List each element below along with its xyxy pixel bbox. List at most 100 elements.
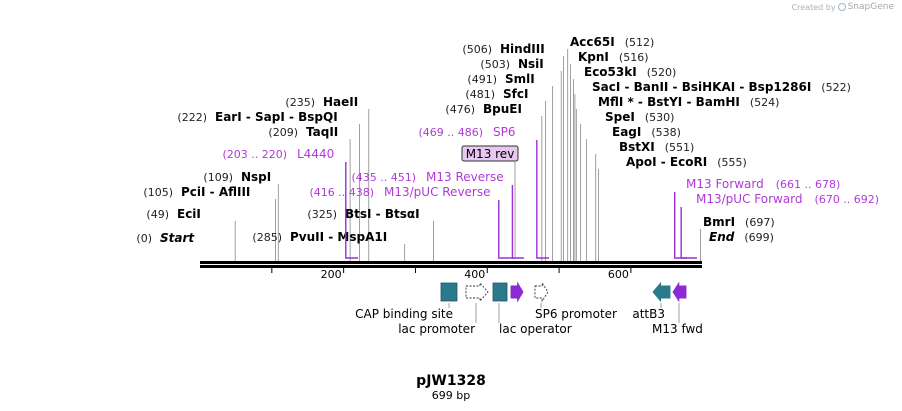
primer-m13-reverse: M13 Reverse(435 .. 451)	[351, 170, 524, 259]
site-eari: EarI - SapI - BspQI(222)	[177, 110, 360, 261]
site-hindiii: HindIII (506)	[462, 42, 564, 261]
site-position: (506)	[462, 43, 492, 56]
site-label: SmlI	[505, 72, 535, 86]
feature-cap-binding-site	[440, 282, 458, 302]
site-pcii: PciI - AflIII (105)	[143, 185, 276, 261]
site-position: (109)	[203, 171, 233, 184]
site-ecii: EciI(49)	[146, 207, 236, 261]
feature-unnamed	[510, 281, 524, 303]
site-label: BmrI	[703, 215, 735, 229]
site-position: (209)	[268, 126, 298, 139]
primer-range: (435 .. 451)	[351, 171, 416, 184]
feature-label: M13 fwd	[652, 322, 703, 336]
primer-sp6: SP6(469 .. 486)	[418, 125, 550, 259]
feature-attb3	[652, 281, 671, 303]
site-label: EarI - SapI - BspQI	[215, 110, 338, 124]
primer-name: M13 Forward	[686, 177, 764, 191]
site-pvuii: PvuII - MspA1I (285)	[252, 230, 406, 261]
site-position: (551)	[665, 141, 695, 154]
feature-lac-promoter	[465, 281, 489, 303]
feature-label: lac promoter	[398, 322, 475, 336]
feature-arrow-right	[510, 281, 524, 303]
primer-range: (203 .. 220)	[222, 148, 287, 161]
site-label: PvuII - MspA1I	[290, 230, 387, 244]
primer-bracket	[680, 207, 697, 259]
site-mfli-: MflI * - BstYI - BamHI (524)	[575, 95, 780, 261]
feature-arrow-left	[672, 281, 687, 303]
primer-name: L4440	[297, 147, 334, 161]
primer-name: M13/pUC Forward	[696, 192, 803, 206]
site-label: EagI	[612, 125, 641, 139]
site-position: (697)	[745, 216, 775, 229]
snapgene-credit: Created by SnapGene	[792, 2, 894, 12]
feature-box	[492, 282, 508, 302]
site-position: (538)	[651, 126, 681, 139]
site-nspi: NspI(109)	[203, 170, 279, 261]
site-position: (325)	[307, 208, 337, 221]
site-label: PciI - AflIII	[181, 185, 250, 199]
site-label: End	[709, 230, 735, 244]
site-bstxi: BstXI(551)	[595, 140, 695, 261]
feature-sp6-promoter	[534, 281, 549, 303]
site-position: (530)	[645, 111, 675, 124]
site-position: (481)	[465, 88, 495, 101]
site-position: (520)	[647, 66, 677, 79]
primer-range: (661 .. 678)	[776, 178, 841, 191]
site-position: (105)	[143, 186, 173, 199]
site-position: (512)	[625, 36, 655, 49]
site-position: (235)	[285, 96, 315, 109]
site-saci: SacI - BanII - BsiHKAI - Bsp1286I(522)	[574, 80, 851, 261]
site-label: Eco53kI	[584, 65, 637, 79]
site-label: NsiI	[518, 57, 544, 71]
feature-lac-operator	[492, 282, 508, 302]
primer-name: M13/pUC Reverse	[384, 185, 491, 199]
feature-label: SP6 promoter	[535, 307, 617, 321]
site-label: HindIII	[500, 42, 545, 56]
feature-arrow-right	[465, 281, 489, 303]
site-acc65i: Acc65I(512)	[567, 35, 655, 261]
site-position: (699)	[744, 231, 774, 244]
site-position: (516)	[619, 51, 649, 64]
site-label: Start	[160, 231, 195, 245]
feature-m13-fwd	[672, 281, 687, 303]
site-label: TaqII	[306, 125, 338, 139]
feature-box	[440, 282, 458, 302]
site-end: End (699)	[709, 230, 774, 244]
ruler-label: 400	[464, 268, 485, 281]
site-position: (524)	[750, 96, 780, 109]
site-bpuei: BpuEI(476)	[445, 102, 543, 261]
feature-label: lac operator	[499, 322, 572, 336]
site-label: KpnI	[578, 50, 609, 64]
ruler-label: 200	[321, 268, 342, 281]
site-label: SfcI	[503, 87, 528, 101]
restriction-sites: Start(0)EciI(49) PciI - AflIII (105) NspI(1…	[136, 35, 851, 261]
site-start: Start(0)	[136, 231, 195, 245]
primer-range: (416 .. 438)	[309, 186, 374, 199]
site-position: (522)	[821, 81, 851, 94]
site-sfci: SfcI (481)	[465, 87, 546, 261]
backbone-top-strand	[200, 261, 702, 264]
site-kpni: KpnI (516)	[570, 50, 649, 261]
primer-range: (469 .. 486)	[418, 126, 483, 139]
site-label: BpuEI	[483, 102, 522, 116]
primers: L4440 (203 .. 220) SP6(469 .. 486)M13 Reve…	[222, 125, 880, 259]
site-eco53ki: Eco53kI (520)	[573, 65, 676, 261]
site-label: SpeI	[605, 110, 635, 124]
site-label: HaeII	[323, 95, 358, 109]
feature-arrow-left	[652, 281, 671, 303]
feature-label: attB3	[632, 307, 665, 321]
feature-arrow-right	[534, 281, 549, 303]
site-nsii: NsiI (503)	[480, 57, 562, 261]
site-taqii: TaqII (209)	[268, 125, 351, 261]
site-label: MflI * - BstYI - BamHI	[598, 95, 740, 109]
m13-rev-box	[461, 145, 519, 162]
features	[440, 281, 687, 303]
primer-m13-puc-reverse: M13/pUC Reverse (416 .. 438)	[309, 185, 515, 259]
credit-prefix: Created by	[791, 2, 836, 12]
primer-range: (670 .. 692)	[815, 193, 880, 206]
site-position: (285)	[252, 231, 282, 244]
site-position: (503)	[480, 58, 510, 71]
ruler-label: 600	[608, 268, 629, 281]
